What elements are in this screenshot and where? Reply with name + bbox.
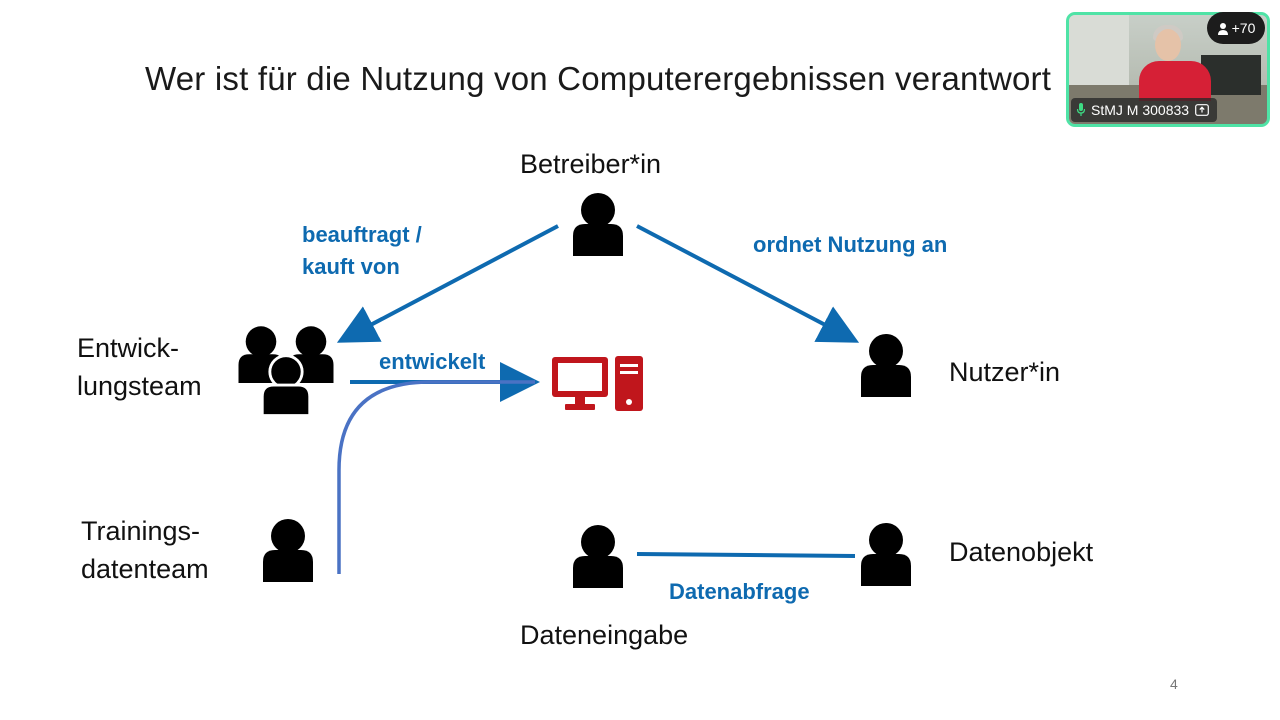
edge-develops: entwickelt [379,349,486,374]
dev-team-label-line1: Entwick- [77,333,180,363]
operator-person-icon [573,193,623,256]
computer-icon [552,356,643,411]
microphone-icon [1077,103,1085,116]
edge-orders-use: ordnet Nutzung an [753,232,948,257]
participants-count: +70 [1231,20,1256,36]
team-group-icon [238,326,334,417]
share-screen-icon[interactable] [1195,104,1209,116]
participant-body [1139,61,1211,101]
data-object-person-icon [861,523,911,586]
training-person-icon [263,519,313,582]
participant-video-tile[interactable] [1066,12,1270,127]
operator-label: Betreiber*in [520,149,662,179]
participants-count-button[interactable]: +70 [1207,12,1265,44]
person-icon [1217,22,1228,35]
training-team-label-line1: Trainings- [81,516,201,546]
arrow-orders-use [636,224,860,343]
edge-commissions-line1: beauftragt / [302,222,422,247]
training-team-label-line2: datenteam [81,554,209,584]
user-person-icon [861,334,911,397]
participant-head [1155,29,1181,61]
data-object-label: Datenobjekt [949,537,1094,567]
participant-name: StMJ M 300833 [1091,102,1190,118]
slide-title: Wer ist für die Nutzung von Computererge… [145,60,1052,97]
curve-training-to-develops [337,380,535,574]
data-input-person-icon [573,525,623,588]
participant-name-bar: StMJ M 300833 [1071,98,1218,122]
data-input-label: Dateneingabe [520,620,689,650]
line-data-query [636,552,856,558]
edge-data-query: Datenabfrage [669,579,810,604]
video-monitor [1201,55,1261,95]
page-number: 4 [1170,676,1178,692]
arrow-commissions [336,224,559,343]
user-label: Nutzer*in [949,357,1061,387]
edge-commissions-line2: kauft von [302,254,400,279]
dev-team-label-line2: lungsteam [77,371,202,401]
